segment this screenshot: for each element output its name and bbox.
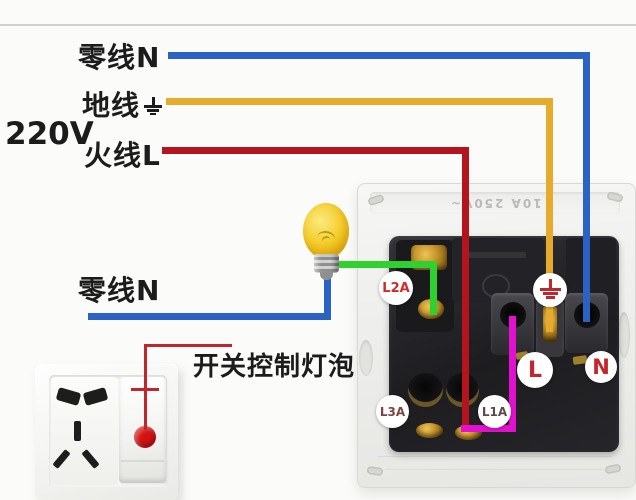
plate-mold-line xyxy=(386,469,604,470)
plate-mold-line xyxy=(378,456,612,457)
socket-hole-earth-pin xyxy=(74,421,81,441)
live-line-label: 火线L xyxy=(84,139,161,172)
terminal-label-l1a-text: L1A xyxy=(481,404,508,419)
terminal-label-live: L xyxy=(517,352,553,388)
terminal-label-l2a-text: L2A xyxy=(382,280,410,296)
live-jumper-wire-horizontal xyxy=(461,425,516,432)
neutral-wire-vertical xyxy=(583,52,590,322)
terminal-label-neutral: N xyxy=(585,351,617,383)
ground-line-text: 地线 xyxy=(82,89,141,122)
switch-caption-label: 开关控制灯泡 xyxy=(193,352,356,382)
lamp-neutral-wire-horizontal xyxy=(88,313,331,320)
terminal-label-l2a: L2A xyxy=(379,271,413,305)
rear-plate-embossed-strip: 10A 250V~ xyxy=(370,192,620,214)
terminal-label-live-text: L xyxy=(527,357,543,383)
terminal-label-neutral-text: N xyxy=(592,355,610,379)
light-bulb-tip xyxy=(320,272,333,280)
ground-wire-horizontal xyxy=(166,98,553,105)
l3a-terminal-hole xyxy=(408,373,443,407)
terminal-label-l3a-text: L3A xyxy=(379,404,406,419)
ground-terminal-symbol-icon xyxy=(538,279,562,301)
terminal-label-ground xyxy=(533,273,567,307)
l3a-brass-screw xyxy=(416,423,443,438)
module-brand-embossing xyxy=(466,252,526,258)
ground-line-label: 地线 xyxy=(82,84,163,124)
live-jumper-wire-vertical xyxy=(509,316,516,432)
ground-wire-vertical xyxy=(546,98,553,332)
plate-mounting-hole xyxy=(359,340,373,376)
live-wire-horizontal xyxy=(162,147,469,154)
lamp-feed-wire-horizontal xyxy=(336,261,437,268)
callout-line-crossbar xyxy=(131,388,159,391)
ground-symbol-icon xyxy=(143,97,163,116)
top-divider-line xyxy=(0,24,636,26)
lamp-feed-wire-vertical xyxy=(430,261,437,315)
neutral-wire-horizontal xyxy=(168,52,589,59)
neutral-line-bottom-label: 零线N xyxy=(78,274,161,307)
switch-indicator-dot xyxy=(134,426,156,448)
plate-mounting-hole xyxy=(618,312,630,358)
live-wire-vertical xyxy=(462,147,469,428)
lamp-neutral-wire-vertical xyxy=(324,266,331,320)
light-bulb-base xyxy=(314,254,339,273)
neutral-line-top-label: 零线N xyxy=(78,41,161,74)
voltage-label: 220V xyxy=(5,116,94,152)
terminal-label-l1a: L1A xyxy=(478,395,511,428)
module-corner-block xyxy=(566,238,616,298)
callout-line-horizontal xyxy=(144,344,232,347)
terminal-label-l3a: L3A xyxy=(376,395,409,428)
rocker-seam xyxy=(121,460,164,462)
light-bulb-glass xyxy=(303,203,349,259)
